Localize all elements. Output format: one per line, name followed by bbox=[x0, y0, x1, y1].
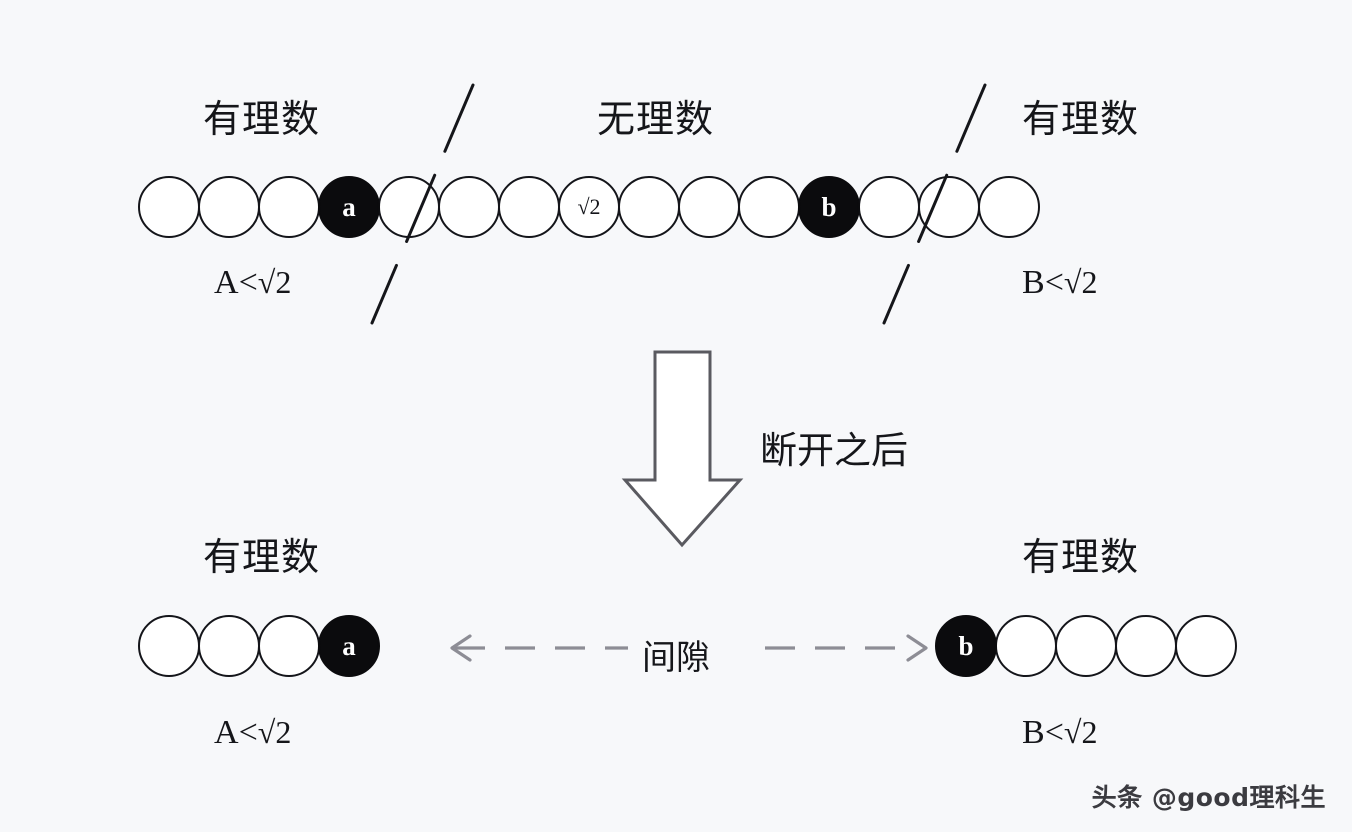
bottom-right-node-0-label: b bbox=[958, 630, 974, 661]
bottom-right-node-4 bbox=[1175, 615, 1237, 677]
gap-label: 间隙 bbox=[632, 630, 720, 679]
bottom-left-inequality: A<√2 bbox=[214, 716, 291, 750]
top-node-5 bbox=[438, 176, 500, 238]
top-node-2 bbox=[258, 176, 320, 238]
top-left-inequality-op: < bbox=[238, 264, 258, 301]
bottom-right-number-line-row: b bbox=[935, 615, 1237, 677]
top-left-inequality: A<√2 bbox=[214, 266, 291, 300]
top-number-line-row: a √2 b bbox=[138, 176, 1040, 238]
top-node-10 bbox=[738, 176, 800, 238]
transition-caption: 断开之后 bbox=[760, 429, 908, 472]
bottom-left-node-1 bbox=[198, 615, 260, 677]
bottom-left-inequality-op: < bbox=[238, 714, 258, 751]
gap-arrow-right-icon bbox=[765, 634, 928, 662]
bottom-left-node-3: a bbox=[318, 615, 380, 677]
top-node-9 bbox=[678, 176, 740, 238]
top-right-inequality-op: < bbox=[1044, 264, 1064, 301]
watermark: 头条 @good理科生 bbox=[1091, 783, 1326, 812]
bottom-left-group-label: 有理数 bbox=[203, 535, 321, 579]
bottom-right-inequality-value: √2 bbox=[1063, 714, 1098, 750]
bottom-right-node-3 bbox=[1115, 615, 1177, 677]
top-middle-group-label: 无理数 bbox=[597, 97, 715, 141]
top-right-group-label: 有理数 bbox=[1022, 97, 1140, 141]
bottom-right-inequality-var: B bbox=[1022, 714, 1045, 751]
top-node-12 bbox=[858, 176, 920, 238]
bottom-right-node-1 bbox=[995, 615, 1057, 677]
bottom-right-inequality-op: < bbox=[1044, 714, 1064, 751]
gap-arrow-left-icon bbox=[450, 634, 628, 662]
top-left-group-label: 有理数 bbox=[203, 97, 321, 141]
top-node-3-label: a bbox=[342, 191, 356, 222]
bottom-left-number-line-row: a bbox=[138, 615, 380, 677]
down-arrow-icon bbox=[621, 350, 744, 548]
bottom-right-node-0: b bbox=[935, 615, 997, 677]
top-right-inequality-var: B bbox=[1022, 264, 1045, 301]
bottom-right-group-label: 有理数 bbox=[1022, 535, 1140, 579]
bottom-left-node-0 bbox=[138, 615, 200, 677]
bottom-left-node-2 bbox=[258, 615, 320, 677]
top-node-4 bbox=[378, 176, 440, 238]
top-node-1 bbox=[198, 176, 260, 238]
top-node-0 bbox=[138, 176, 200, 238]
bottom-right-inequality: B<√2 bbox=[1022, 716, 1097, 750]
bottom-left-inequality-value: √2 bbox=[257, 714, 292, 750]
top-node-13 bbox=[918, 176, 980, 238]
top-right-inequality: B<√2 bbox=[1022, 266, 1097, 300]
top-node-3: a bbox=[318, 176, 380, 238]
top-node-11: b bbox=[798, 176, 860, 238]
bottom-right-node-2 bbox=[1055, 615, 1117, 677]
bottom-left-inequality-var: A bbox=[214, 714, 239, 751]
top-node-7: √2 bbox=[558, 176, 620, 238]
top-node-6 bbox=[498, 176, 560, 238]
top-node-7-label: √2 bbox=[577, 194, 601, 219]
top-left-inequality-var: A bbox=[214, 264, 239, 301]
top-node-8 bbox=[618, 176, 680, 238]
top-left-inequality-value: √2 bbox=[257, 264, 292, 300]
bottom-left-node-3-label: a bbox=[342, 630, 356, 661]
top-right-inequality-value: √2 bbox=[1063, 264, 1098, 300]
top-node-14 bbox=[978, 176, 1040, 238]
top-node-11-label: b bbox=[821, 191, 837, 222]
